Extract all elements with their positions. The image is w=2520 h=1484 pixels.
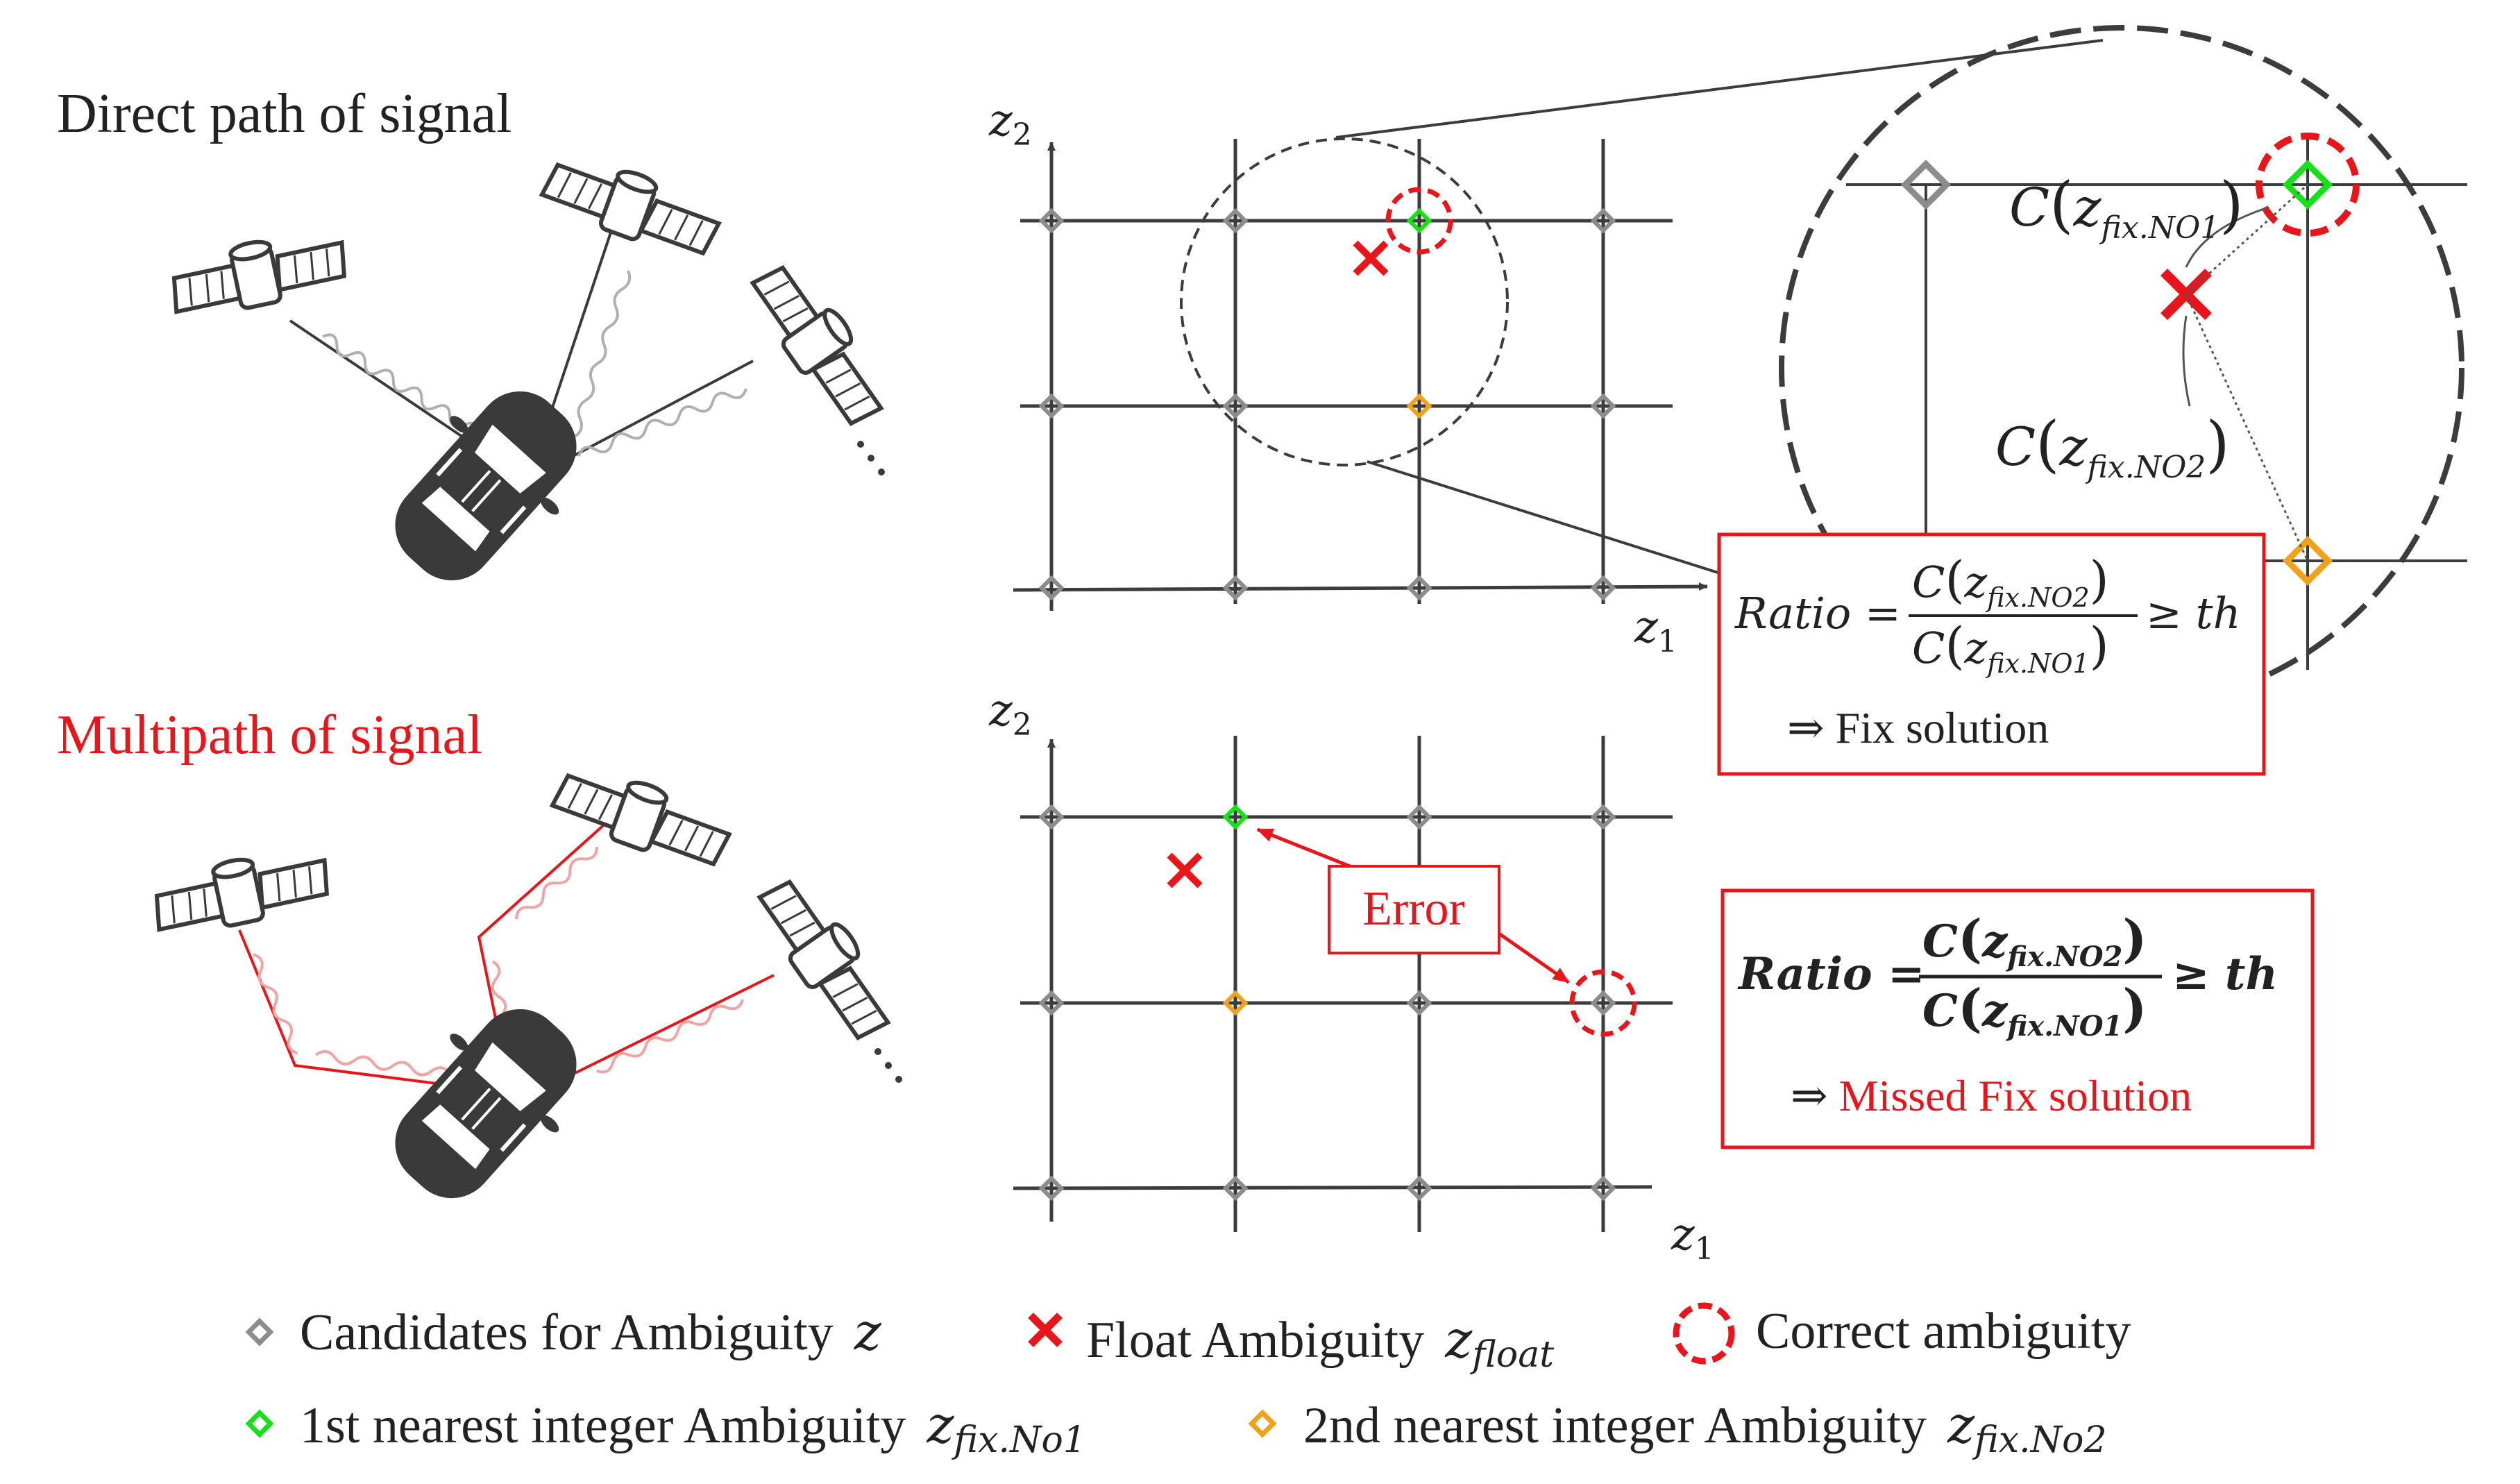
top-lattice-plot: z2 z1 (988, 39, 2104, 659)
top-zoom-source-circle (1180, 137, 1509, 466)
top-z2-label: z2 (988, 95, 1032, 153)
bottom-lattice-plot: z2 z1 Error (988, 685, 1714, 1267)
zoom-first-nearest-point (2282, 159, 2333, 210)
error-box (1328, 865, 1500, 954)
zoom-distance-lines (2182, 183, 2309, 562)
bottom-z1-label: z1 (1671, 1209, 1714, 1267)
legend-correct-symbol (1673, 1302, 1735, 1365)
bottom-float-ambiguity-mark (1167, 852, 1203, 888)
car-icon (362, 978, 609, 1229)
zoom-connector-lower (1367, 460, 1784, 595)
bottom-second-nearest-point (1222, 990, 1249, 1016)
legend-float-symbol (1028, 1313, 1063, 1347)
zoom-connector-upper (1335, 39, 2104, 139)
ellipsis-icon (857, 441, 885, 475)
zoom-candidate-point (1900, 159, 1952, 210)
top-correct-ambiguity-ring (1385, 187, 1453, 255)
error-arrow-left (1256, 827, 1351, 868)
ratio-bottom-result: ⇒Missed Fix solution (1791, 1071, 2192, 1120)
ratio-top-label: Ratio = (1734, 588, 1901, 639)
satellite-icon (750, 868, 903, 1048)
multipath-scene: Multipath of signal (57, 705, 904, 1229)
legend-candidate-symbol (245, 1317, 274, 1347)
legend-first-symbol (245, 1409, 274, 1438)
legend-second-symbol (1248, 1409, 1277, 1438)
legend-correct: Correct ambiguity (1673, 1302, 2131, 1365)
bottom-grid-lines (1020, 736, 1673, 1232)
top-z1-label: z1 (1634, 602, 1677, 659)
direct-path-scene: Direct path of signal (57, 83, 897, 612)
zoom-cost-no2-label: C(zfix.NO2) (1995, 408, 2230, 485)
ratio-box-bottom: Ratio = C(zfix.NO2) C(zfix.NO1) ≥ th ⇒Mi… (1720, 888, 2315, 1149)
bottom-z1-axis (1013, 1185, 1652, 1190)
satellite-icon (538, 146, 725, 265)
ratio-top-result: ⇒Fix solution (1787, 703, 2049, 752)
ratio-top-threshold: ≥ th (2146, 588, 2241, 639)
ratio-bottom-threshold: ≥ th (2172, 948, 2278, 1000)
ratio-box-top-frame (1717, 532, 2266, 776)
bottom-candidate-points (1038, 804, 1616, 1201)
ratio-bottom-denominator: C(zfix.NO1) (1922, 979, 2147, 1043)
ratio-bottom-numerator: C(zfix.NO2) (1922, 909, 2147, 973)
car-icon (362, 360, 609, 612)
zoom-detail: C(zfix.NO1) C(zfix.NO2) (1779, 25, 2467, 711)
error-arrow-right (1498, 931, 1570, 984)
top-candidate-points (1038, 208, 1616, 601)
satellite-icon (743, 253, 896, 434)
zoom-correct-ambiguity-ring (2256, 133, 2360, 237)
ratio-box-bottom-frame (1720, 888, 2315, 1149)
top-first-nearest-point (1406, 208, 1432, 234)
ratio-box-top: Ratio = C(zfix.NO2) C(zfix.NO1) ≥ th ⇒Fi… (1717, 532, 2266, 776)
top-float-ambiguity-mark (1353, 240, 1389, 276)
top-second-nearest-point (1406, 393, 1432, 419)
direct-signal-lines (289, 232, 754, 459)
top-grid-lines (1020, 139, 1673, 604)
ellipsis-icon (874, 1048, 902, 1083)
multipath-title: Multipath of signal (57, 705, 482, 766)
satellite-icon (149, 842, 334, 941)
satellite-icon (166, 224, 351, 323)
bottom-correct-ambiguity-ring (1569, 969, 1637, 1037)
direct-path-title: Direct path of signal (57, 83, 511, 144)
ratio-top-denominator: C(zfix.NO1) (1912, 616, 2109, 679)
bottom-z2-label: z2 (988, 685, 1032, 743)
zoom-cost-no1-label: C(zfix.NO1) (2009, 169, 2244, 246)
bottom-first-nearest-point (1222, 804, 1249, 830)
legend-correct-text: Correct ambiguity (1756, 1303, 2131, 1360)
error-label: Error (1362, 882, 1465, 936)
zoom-second-nearest-point (2282, 535, 2333, 587)
ratio-top-numerator: C(zfix.NO2) (1912, 550, 2109, 613)
ratio-bottom-label: Ratio = (1737, 948, 1925, 1000)
error-callout: Error (1256, 827, 1570, 984)
